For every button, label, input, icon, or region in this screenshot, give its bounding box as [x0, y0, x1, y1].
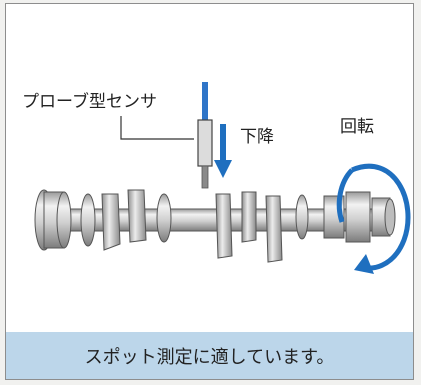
camshaft-diagram	[34, 82, 411, 274]
down-label: 下降	[240, 127, 274, 147]
rotation-label: 回転	[340, 117, 374, 137]
arrow-down-icon	[214, 124, 232, 178]
caption-text: スポット測定に適しています。	[84, 346, 335, 368]
probe-sensor-label: プローブ型センサ	[22, 92, 157, 112]
probe-leader-line	[120, 116, 194, 140]
probe-sensor	[197, 82, 213, 189]
rotation-arrow-icon	[336, 163, 411, 274]
camshaft	[34, 189, 396, 263]
diagram-frame: プローブ型センサ 下降 回転 スポット測定に適しています。	[5, 3, 414, 380]
caption-banner: スポット測定に適しています。	[6, 332, 413, 379]
